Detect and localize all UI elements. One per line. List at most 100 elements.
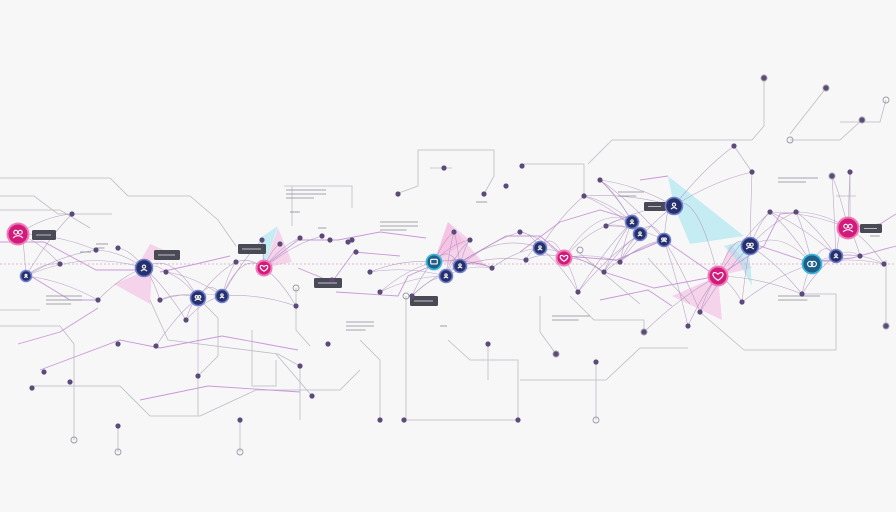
graph-node-5: [163, 269, 169, 275]
circuit-wire-26: [699, 311, 745, 351]
graph-node-70: [489, 265, 495, 271]
graph-node-30: [395, 191, 401, 197]
node-link-37: [369, 261, 435, 273]
graph-node-55: [859, 117, 865, 123]
circuit-wire-19: [790, 119, 863, 141]
terminal-ring-3: [882, 96, 890, 104]
graph-node-68: [345, 239, 351, 245]
graph-node-57: [881, 261, 887, 267]
graph-node-47: [731, 143, 737, 149]
user-icon: [537, 245, 543, 251]
circuit-wire-37: [569, 295, 645, 332]
circuit-wire-27: [520, 347, 688, 381]
hub-node-11: [555, 249, 573, 267]
graph-node-49: [767, 209, 773, 215]
graph-node-62: [593, 359, 599, 365]
terminal-ring-5: [786, 136, 794, 144]
graph-node-27: [29, 385, 35, 391]
graph-node-46: [685, 323, 691, 329]
graph-node-25: [95, 297, 101, 303]
circuit-wire-34: [149, 299, 301, 420]
terminal-ring-2: [822, 84, 830, 92]
circuit-wire-3: [0, 209, 91, 229]
terminal-ring-15: [402, 292, 410, 300]
graph-node-43: [575, 289, 581, 295]
chat-icon: [430, 258, 438, 265]
graph-node-22: [195, 373, 201, 379]
terminal-ring-16: [576, 246, 584, 254]
circuit-wire-1: [0, 177, 237, 247]
node-link-73: [577, 233, 641, 293]
circuit-wire-36: [539, 296, 557, 355]
people-icon: [194, 294, 202, 302]
graph-node-67: [327, 237, 333, 243]
hub-node-20: [836, 216, 860, 240]
hub-node-12: [624, 214, 640, 230]
user-icon: [833, 253, 839, 259]
graph-node-23: [153, 343, 159, 349]
graph-node-39: [603, 223, 609, 229]
hub-node-17: [740, 236, 760, 256]
graph-node-28: [67, 379, 73, 385]
circuit-wires: [0, 78, 896, 452]
node-link-108: [769, 211, 837, 257]
hub-node-16: [707, 265, 729, 287]
node-link-6: [25, 275, 99, 301]
node-link-54: [539, 195, 585, 249]
circuit-wire-9: [199, 369, 361, 417]
graph-node-11: [297, 235, 303, 241]
circuit-wire-17: [587, 78, 765, 165]
user-icon: [219, 293, 225, 299]
hub-node-10: [532, 240, 548, 256]
circuit-wire-35: [275, 353, 313, 397]
circuit-wire-6: [30, 385, 200, 417]
graph-node-33: [467, 237, 473, 243]
hub-node-6: [255, 259, 273, 277]
terminal-ring-14: [292, 284, 300, 292]
terminal-ring-8: [640, 328, 648, 336]
circuit-wire-31: [359, 339, 381, 420]
graph-node-37: [597, 177, 603, 183]
people-icon: [842, 223, 854, 233]
heart-icon: [259, 264, 269, 272]
node-link-52: [491, 247, 541, 269]
node-link-95: [749, 245, 803, 295]
hub-node-2: [19, 269, 33, 283]
node-link-96: [749, 171, 753, 247]
circuit-wire-18: [733, 145, 753, 173]
user-icon: [637, 231, 643, 237]
graph-node-34: [481, 191, 487, 197]
circuit-trace-1: [0, 241, 150, 271]
node-link-7: [25, 213, 73, 277]
node-link-24: [221, 239, 263, 297]
graph-node-66: [441, 165, 447, 171]
hub-node-9: [438, 268, 454, 284]
hub-node-4: [189, 289, 207, 307]
graph-node-72: [617, 259, 623, 265]
circuit-wire-38: [575, 249, 641, 305]
user-icon: [629, 219, 635, 225]
circuit-trace-11: [563, 239, 717, 277]
graph-node-42: [523, 257, 529, 263]
circuit-trace-12: [603, 271, 719, 289]
user-icon: [443, 273, 449, 279]
graph-node-45: [641, 329, 647, 335]
graph-node-10: [277, 241, 283, 247]
people-icon: [745, 242, 755, 250]
graph-node-31: [409, 293, 415, 299]
graph-node-21: [237, 417, 243, 423]
graph-node-16: [329, 277, 335, 283]
node-link-115: [769, 211, 849, 229]
circuit-trace-17: [599, 289, 673, 307]
graph-node-14: [353, 249, 359, 255]
circuit-wire-33: [295, 288, 311, 347]
graph-node-18: [325, 341, 331, 347]
user-icon: [457, 263, 463, 269]
graph-node-52: [761, 75, 767, 81]
node-link-49: [369, 269, 447, 277]
graph-node-40: [553, 351, 559, 357]
graph-node-26: [41, 369, 47, 375]
terminal-ring-12: [114, 448, 122, 456]
hub-node-13: [632, 226, 648, 242]
